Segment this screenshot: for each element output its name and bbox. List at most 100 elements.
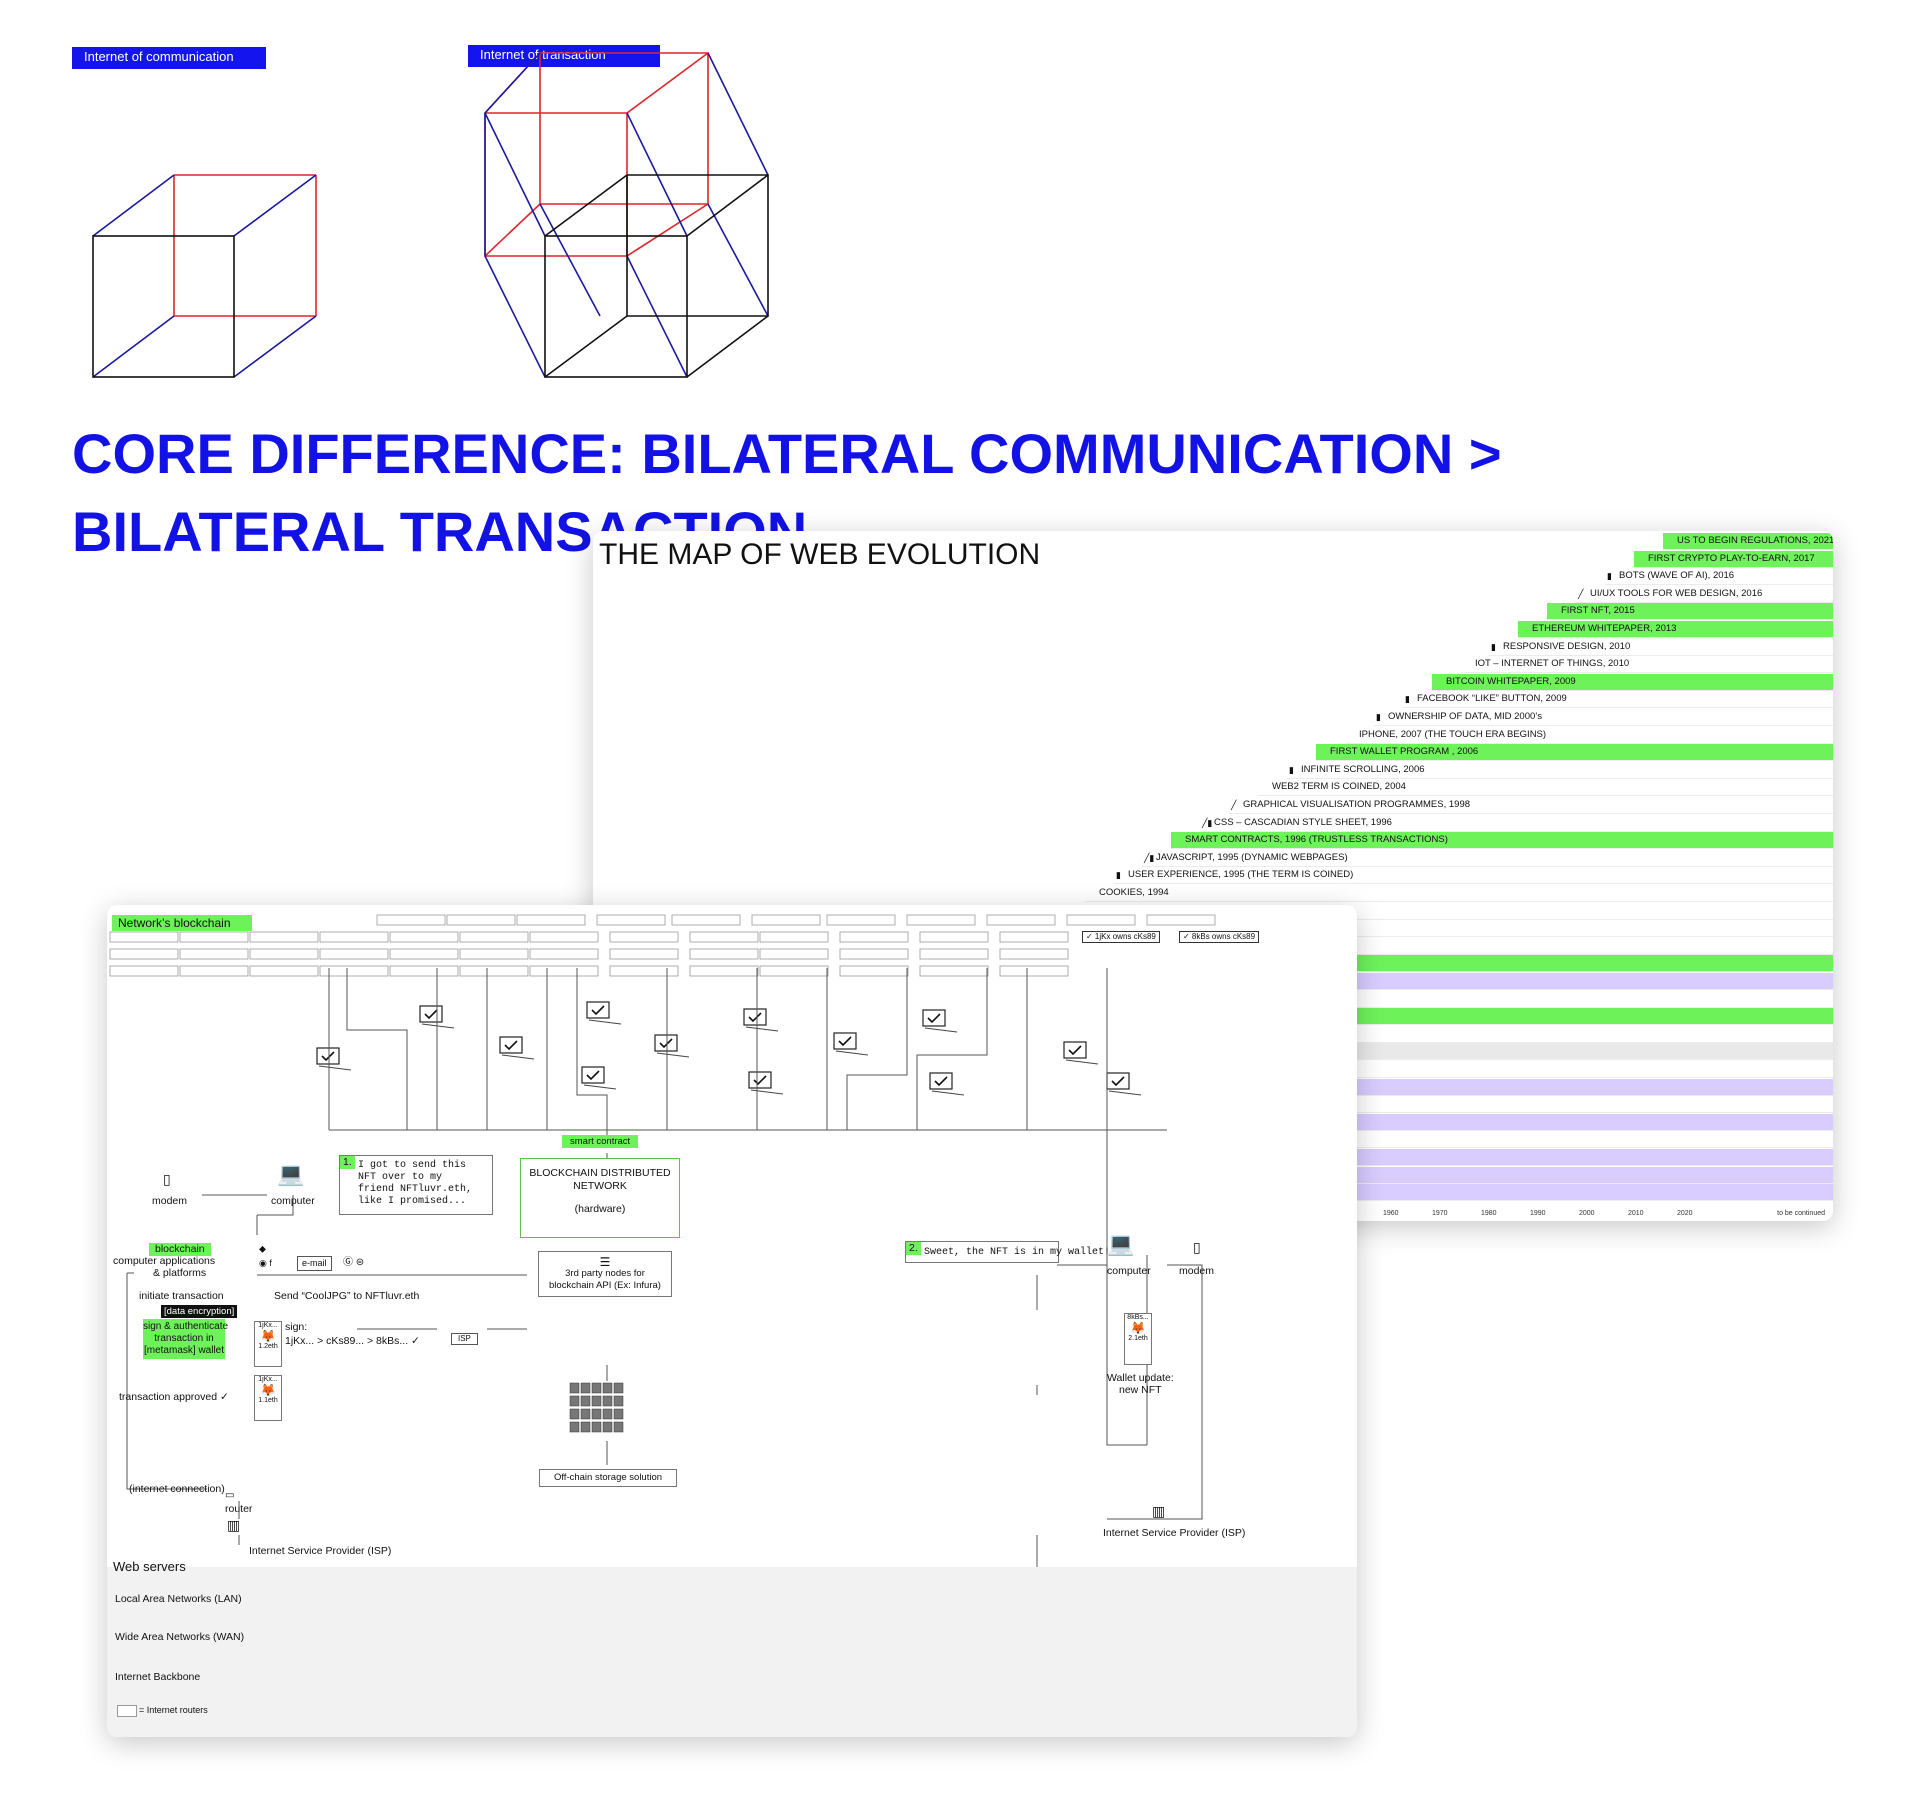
timeline-event: ▮FACEBOOK “LIKE” BUTTON, 2009 (1403, 691, 1833, 708)
legend-router-swatch (117, 1705, 137, 1717)
timeline-event: ▮INFINITE SCROLLING, 2006 (1287, 762, 1833, 779)
laptop-base (318, 1065, 352, 1071)
lan-label: Local Area Networks (LAN) (115, 1593, 242, 1605)
laptop-screen (833, 1032, 857, 1050)
modem-label-right: modem (1179, 1265, 1215, 1277)
wallet-amt-2: 1.1eth (258, 1397, 278, 1404)
fox-icon-right: 🦊 (1130, 1321, 1146, 1335)
network-blockchain-label: Network’s blockchain (112, 915, 252, 931)
cube2-black-front (544, 235, 688, 378)
headline: CORE DIFFERENCE: BILATERAL COMMUNICATION… (72, 415, 1502, 571)
event-marker-icon: ▮ (1376, 712, 1381, 722)
laptop-base (501, 1054, 535, 1060)
laptop-screen (499, 1036, 523, 1054)
ledger-block (999, 948, 1069, 960)
laptop-base (421, 1023, 455, 1029)
bubble1-line: I got to send this (358, 1160, 467, 1171)
ledger-block (179, 965, 249, 977)
event-label: IPHONE, 2007 (THE TOUCH ERA BEGINS) (1359, 729, 1547, 740)
ledger-block (529, 965, 599, 977)
ledger-block (826, 914, 896, 926)
node-server (591, 1421, 602, 1433)
sign-line-1: sign & authenticate (143, 1321, 229, 1332)
laptop-screen (929, 1072, 953, 1090)
timeline-event: ◎FIRST CRYPTO PLAY-TO-EARN, 2017 (1634, 551, 1833, 568)
event-label: JAVASCRIPT, 1995 (DYNAMIC WEBPAGES) (1156, 852, 1348, 863)
ledger-block (459, 948, 529, 960)
wallet-update-2: new NFT (1119, 1384, 1162, 1396)
ledger-block (839, 948, 909, 960)
wallet-addr-2: 1jKx... (258, 1376, 278, 1383)
laptop-base (1108, 1090, 1142, 1096)
ledger-block (609, 931, 679, 943)
ledger-block (249, 965, 319, 977)
computer-label-right: computer (1107, 1265, 1151, 1277)
timeline-event: COOKIES, 1994 (1085, 885, 1833, 902)
laptop-nodes (316, 1001, 1142, 1433)
sign-line-2: transaction in (154, 1333, 214, 1344)
axis-tick-label: 2010 (1628, 1210, 1644, 1217)
blockchain-distributed-network: BLOCKCHAIN DISTRIBUTED NETWORK (hardware… (520, 1158, 680, 1238)
isp-server-icon-left: ▥ (227, 1517, 241, 1533)
event-marker-icon: ▮ (1491, 642, 1496, 652)
timeline-event: ▮BOTS (WAVE OF AI), 2016 (1605, 568, 1833, 585)
laptop-screen (1106, 1072, 1130, 1090)
isp-server-icon-right: ▥ (1152, 1503, 1166, 1519)
cube2-black-back (627, 174, 769, 317)
laptop-screen (581, 1066, 605, 1084)
ledger-block (389, 965, 459, 977)
checkmark-icon (934, 1076, 948, 1087)
timeline-event: WEB2 TERM IS COINED, 2004 (1258, 779, 1833, 796)
node-server (613, 1408, 624, 1420)
ledger-block (689, 948, 759, 960)
timeline-event: IPHONE, 2007 (THE TOUCH ERA BEGINS) (1345, 727, 1833, 744)
blockchain-network-card: Network’s blockchain ✓ 1jKx owns cKs89 ✓… (107, 905, 1357, 1737)
bubble1-number: 1. (340, 1156, 355, 1169)
event-marker-icon: ╱ (1578, 589, 1584, 599)
ledger-block (689, 931, 759, 943)
transaction-approved: transaction approved ✓ (119, 1391, 229, 1403)
nodes-line-2: blockchain API (Ex: Infura) (549, 1280, 661, 1291)
ledger-block (919, 931, 989, 943)
node-server (602, 1408, 613, 1420)
email-label: e-mail (297, 1256, 332, 1271)
event-label: CSS – CASCADIAN STYLE SHEET, 1996 (1214, 817, 1392, 828)
cube2-blue-edges-2 (484, 112, 601, 317)
wallet-amt-1: 1.2eth (258, 1343, 278, 1350)
web-servers-section (107, 1567, 1357, 1737)
checkmark-icon (753, 1075, 767, 1086)
smart-contract-label: smart contract (562, 1135, 639, 1148)
cube2-outer-back (539, 52, 709, 205)
axis-tick-label: 2000 (1579, 1210, 1595, 1217)
checkmark-icon (748, 1012, 762, 1023)
headline-line-1: CORE DIFFERENCE: BILATERAL COMMUNICATION… (72, 422, 1502, 485)
ledger-block (109, 931, 179, 943)
event-marker-icon: ╱ (1231, 800, 1237, 810)
ledger-block (376, 914, 446, 926)
laptop-base (750, 1089, 784, 1095)
ledger-block (109, 948, 179, 960)
laptop-base (745, 1026, 779, 1032)
bubble2-text: Sweet, the NFT is in my wallet! (924, 1247, 1111, 1258)
ledger-block (906, 914, 976, 926)
nodes-icon: ☰ (599, 1255, 611, 1269)
ledger-block (249, 948, 319, 960)
bc-network-line-1: BLOCKCHAIN DISTRIBUTED (529, 1167, 671, 1179)
router-label: router (225, 1503, 253, 1515)
ledger-block (689, 965, 759, 977)
laptop-screen (748, 1071, 772, 1089)
wan-label: Wide Area Networks (WAN) (115, 1631, 245, 1643)
event-label: US TO BEGIN REGULATIONS, 2021 (1663, 533, 1833, 549)
ledger-entry-2: ✓ 8kBs owns cKs89 (1179, 931, 1260, 943)
event-marker-icon: ╱▮ (1202, 818, 1213, 828)
node-server (613, 1382, 624, 1394)
wallet-box-2: 1jKx... 🦊 1.1eth (254, 1375, 282, 1421)
bc-network-line-3: (hardware) (574, 1203, 626, 1215)
timeline-event: ◎BITCOIN WHITEPAPER, 2009 (1432, 674, 1833, 691)
apps-label-2: & platforms (153, 1267, 207, 1279)
event-marker-icon: ╱▮ (1144, 853, 1155, 863)
tag-internet-of-communication: Internet of communication (72, 47, 266, 69)
laptop-icon-right: 💻 (1107, 1231, 1135, 1256)
app-icon-row: ◉ f (259, 1258, 272, 1268)
